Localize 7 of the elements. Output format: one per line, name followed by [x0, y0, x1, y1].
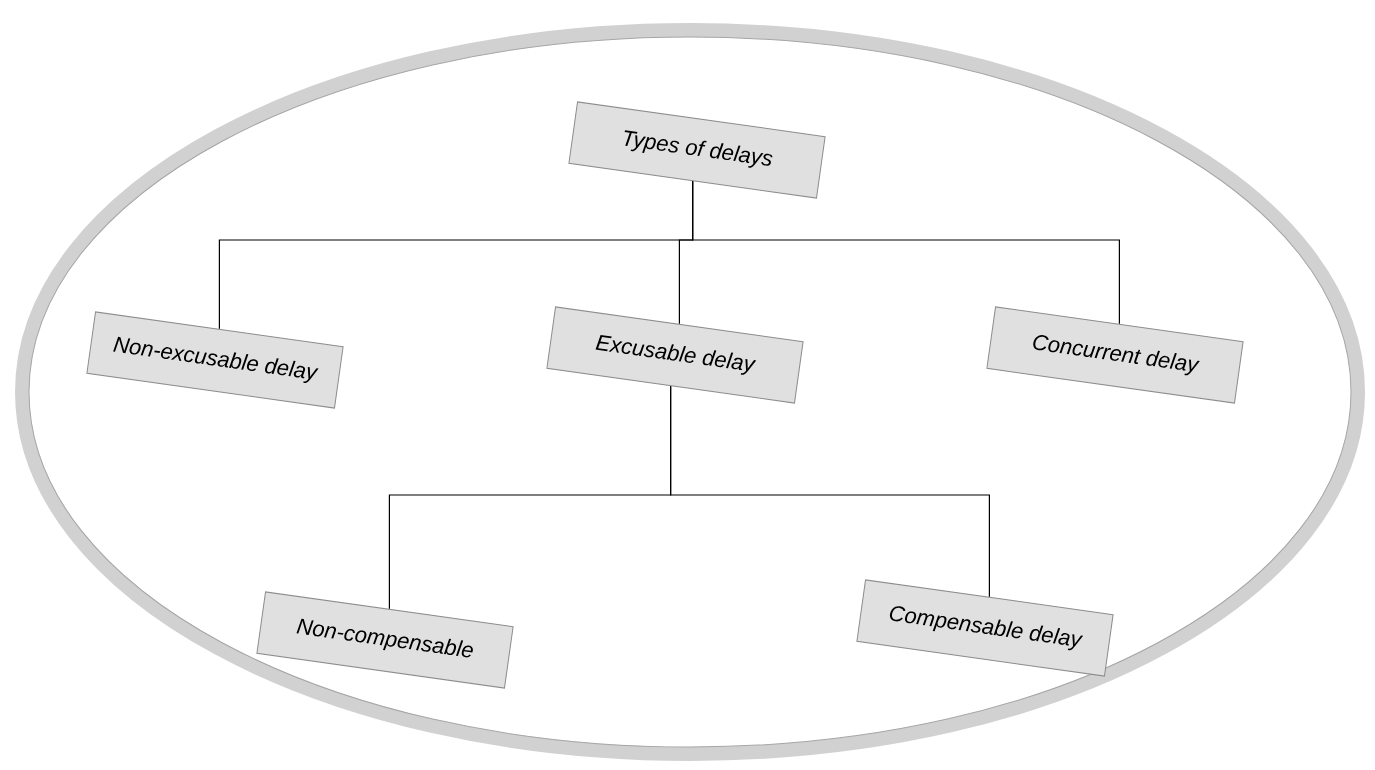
connector-line: [692, 180, 1120, 325]
connector-line: [670, 385, 990, 598]
category-box: Excusable delay: [546, 306, 804, 404]
category-box: Non-excusable delay: [86, 311, 344, 409]
category-box: Concurrent delay: [986, 306, 1244, 404]
category-box: Types of delays: [568, 101, 826, 199]
category-box: Compensable delay: [856, 579, 1114, 677]
